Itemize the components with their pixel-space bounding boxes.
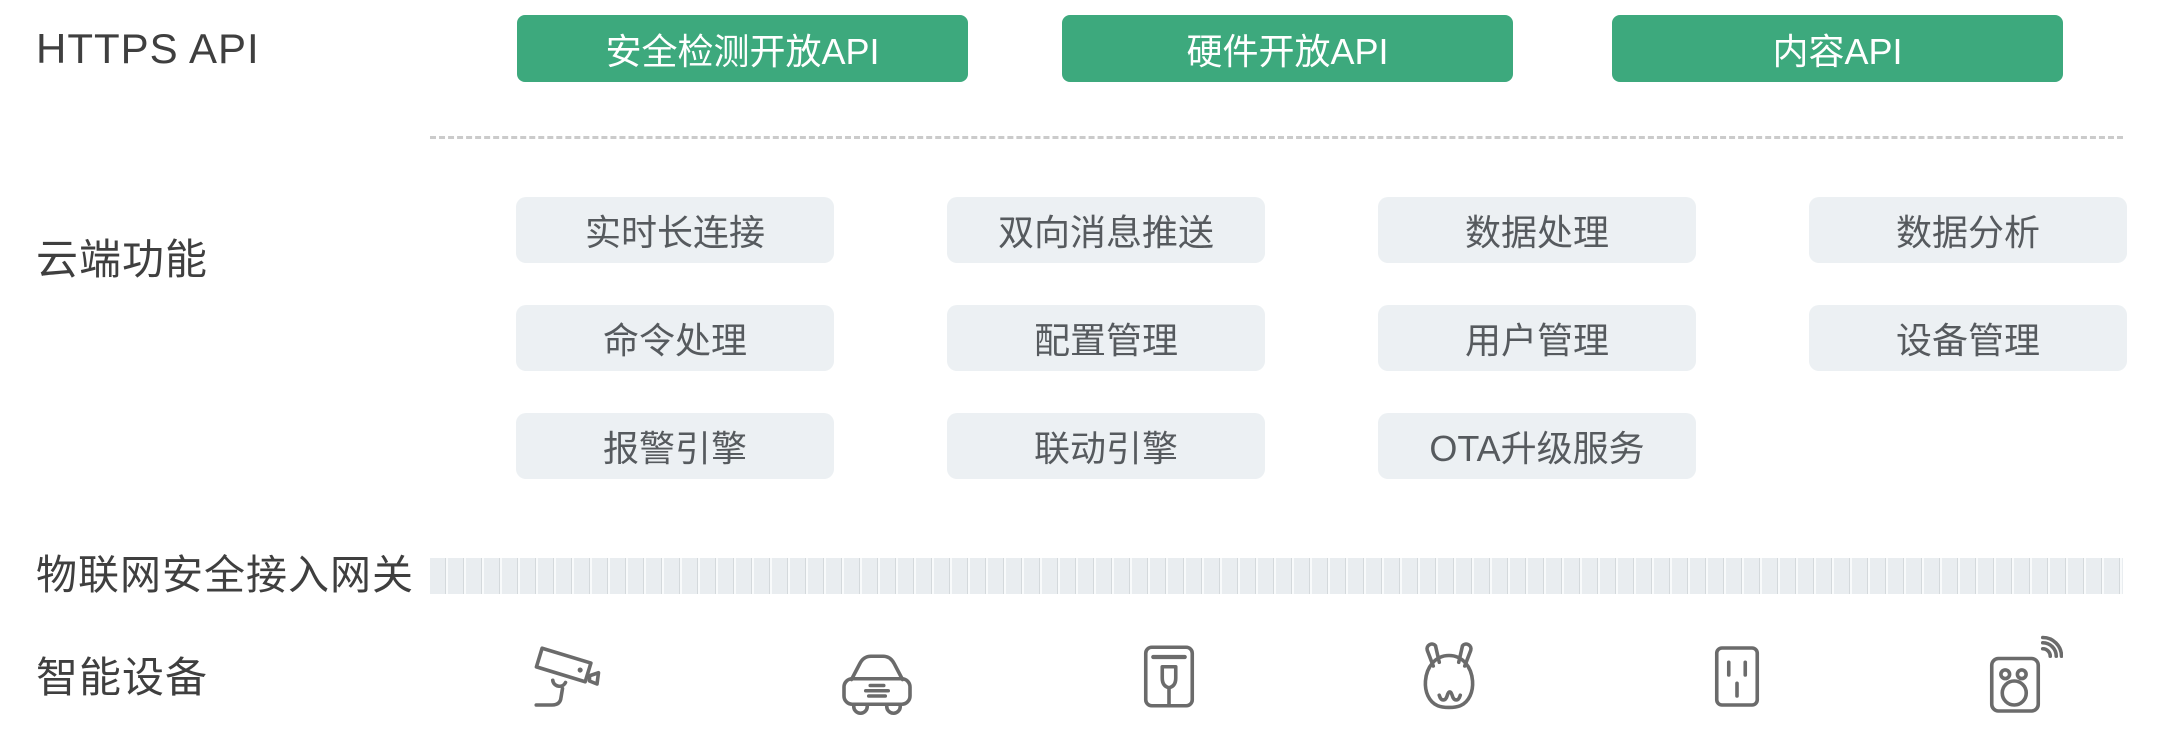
cloud-chip-data-analysis: 数据分析 [1809,197,2127,263]
cloud-chip-config-management: 配置管理 [947,305,1265,371]
gateway-label: 物联网安全接入网关 [36,552,414,598]
gateway-striped-bar [430,558,2123,594]
cloud-chip-device-management: 设备管理 [1809,305,2127,371]
cloud-chip-realtime-connection: 实时长连接 [516,197,834,263]
cloud-chip-data-processing: 数据处理 [1378,197,1696,263]
smart-devices-label: 智能设备 [36,654,209,701]
cloud-chip-command-processing: 命令处理 [516,305,834,371]
dashed-separator [430,136,2123,139]
power-socket-icon [1692,630,1782,720]
cloud-functions-grid: 实时长连接 双向消息推送 数据处理 数据分析 命令处理 配置管理 用户管理 设备… [516,197,2127,479]
api-node-security-open-api: 安全检测开放API [517,15,968,82]
cloud-chip-alarm-engine: 报警引擎 [516,413,834,479]
api-node-hardware-open-api: 硬件开放API [1062,15,1513,82]
surveillance-camera-icon [525,630,615,720]
cloud-chip-user-management: 用户管理 [1378,305,1696,371]
car-icon [832,630,922,720]
cloud-functions-label: 云端功能 [36,236,209,283]
cloud-chip-linkage-engine: 联动引擎 [947,413,1265,479]
smart-door-lock-icon [1124,630,1214,720]
api-node-content-api: 内容API [1612,15,2063,82]
robot-rabbit-icon [1404,630,1494,720]
cloud-chip-bidirectional-push: 双向消息推送 [947,197,1265,263]
https-api-label: HTTPS API [36,25,260,72]
smart-speaker-icon [1973,630,2063,720]
cloud-chip-ota-upgrade-service: OTA升级服务 [1378,413,1696,479]
